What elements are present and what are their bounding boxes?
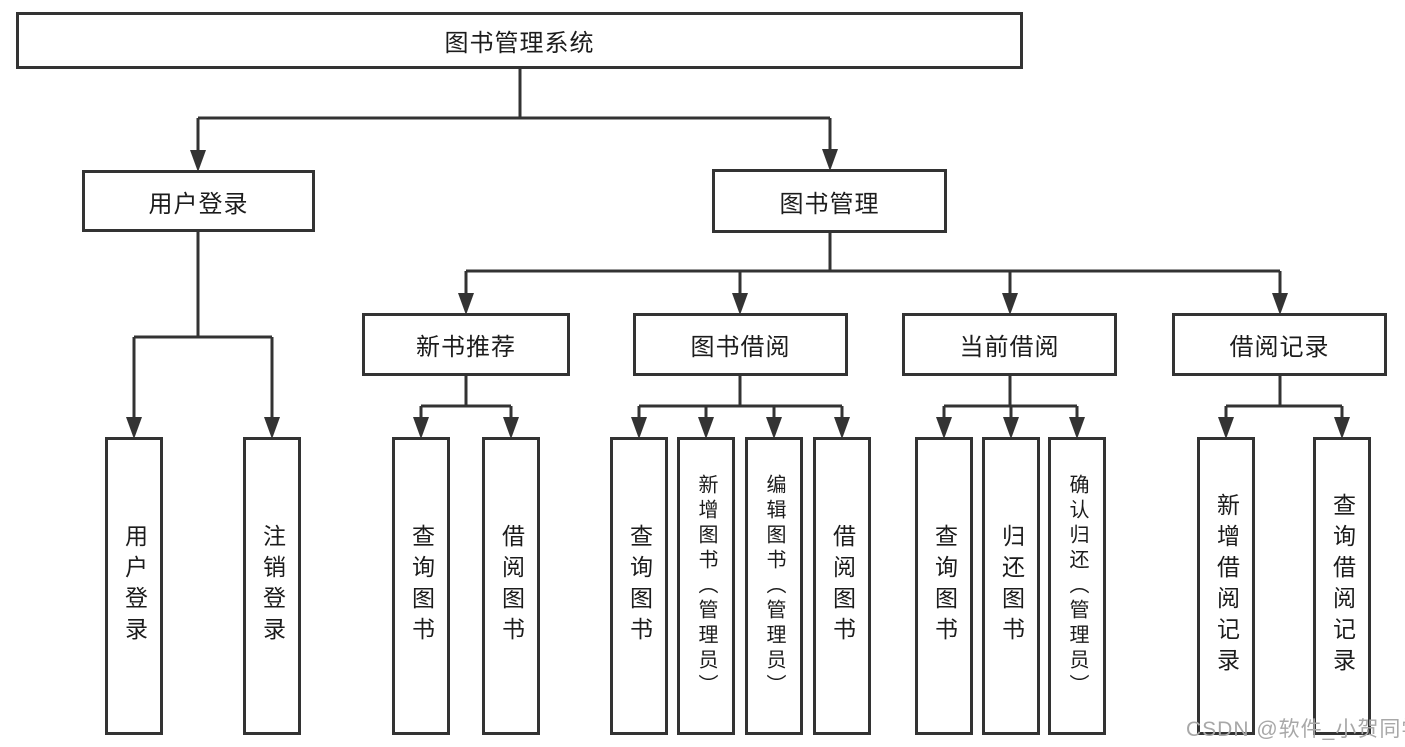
leaf-records-query-record-label: 查询借阅记录 xyxy=(1329,493,1356,679)
node-current-borrowing-label: 当前借阅 xyxy=(959,334,1060,361)
leaf-borrowing-borrow-books-label: 借阅图书 xyxy=(829,524,856,648)
leaf-user-login: 用户登录 xyxy=(105,437,163,735)
leaf-recommend-query-books: 查询图书 xyxy=(392,437,450,735)
watermark: CSDN @软件_小贺同学 xyxy=(1186,718,1405,741)
leaf-borrowing-borrow-books: 借阅图书 xyxy=(813,437,871,735)
leaf-current-confirm-return-admin-label: 确认归还（管理员） xyxy=(1066,473,1088,699)
leaf-current-return-books-label: 归还图书 xyxy=(998,524,1025,648)
leaf-borrowing-edit-books-admin-label: 编辑图书（管理员） xyxy=(763,473,785,699)
node-borrowing-records-label: 借阅记录 xyxy=(1229,334,1330,361)
node-current-borrowing: 当前借阅 xyxy=(902,313,1117,376)
leaf-borrowing-add-books-admin: 新增图书（管理员） xyxy=(677,437,735,735)
leaf-recommend-borrow-books: 借阅图书 xyxy=(482,437,540,735)
leaf-records-add-record: 新增借阅记录 xyxy=(1197,437,1255,735)
leaf-logout-label: 注销登录 xyxy=(259,524,286,648)
leaf-current-return-books: 归还图书 xyxy=(982,437,1040,735)
node-user-login-branch-label: 用户登录 xyxy=(148,190,249,218)
leaf-user-login-label: 用户登录 xyxy=(121,524,148,648)
node-book-borrowing: 图书借阅 xyxy=(633,313,848,376)
leaf-recommend-borrow-books-label: 借阅图书 xyxy=(498,524,525,648)
leaf-borrowing-add-books-admin-label: 新增图书（管理员） xyxy=(695,473,717,699)
leaf-borrowing-edit-books-admin: 编辑图书（管理员） xyxy=(745,437,803,735)
node-user-login-branch: 用户登录 xyxy=(82,170,315,232)
node-book-borrowing-label: 图书借阅 xyxy=(690,334,791,361)
leaf-current-query-books-label: 查询图书 xyxy=(931,524,958,648)
leaf-records-add-record-label: 新增借阅记录 xyxy=(1213,493,1240,679)
leaf-recommend-query-books-label: 查询图书 xyxy=(408,524,435,648)
node-borrowing-records: 借阅记录 xyxy=(1172,313,1387,376)
node-new-book-recommend: 新书推荐 xyxy=(362,313,570,376)
node-book-management-branch-label: 图书管理 xyxy=(779,190,880,218)
node-book-management-branch: 图书管理 xyxy=(712,169,947,233)
leaf-borrowing-query-books-label: 查询图书 xyxy=(626,524,653,648)
node-root-label: 图书管理系统 xyxy=(444,30,595,57)
leaf-logout: 注销登录 xyxy=(243,437,301,735)
leaf-current-confirm-return-admin: 确认归还（管理员） xyxy=(1048,437,1106,735)
leaf-current-query-books: 查询图书 xyxy=(915,437,973,735)
leaf-borrowing-query-books: 查询图书 xyxy=(610,437,668,735)
node-root-system: 图书管理系统 xyxy=(16,12,1023,69)
node-new-book-recommend-label: 新书推荐 xyxy=(416,334,516,361)
leaf-records-query-record: 查询借阅记录 xyxy=(1313,437,1371,735)
